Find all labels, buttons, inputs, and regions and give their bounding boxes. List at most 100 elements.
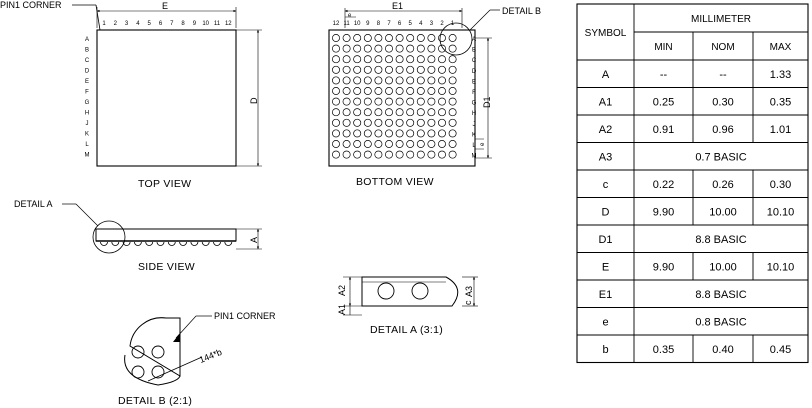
- solder-ball: [363, 140, 372, 148]
- solder-ball: [427, 76, 436, 85]
- bottom-column-label: 10: [354, 21, 361, 27]
- detail-b-callout: DETAIL B: [502, 6, 541, 16]
- solder-ball: [416, 140, 425, 148]
- table-subheader-nom: NOM: [711, 42, 734, 53]
- dim-a-label: A: [249, 237, 259, 243]
- top-row-label: D: [85, 69, 90, 75]
- side-view-caption: SIDE VIEW: [138, 261, 195, 273]
- solder-ball: [438, 118, 446, 127]
- solder-ball: [363, 44, 372, 53]
- table-min-cell: 0.35: [653, 344, 674, 356]
- bottom-row-label: A: [472, 37, 476, 43]
- solder-ball: [427, 118, 436, 127]
- solder-ball: [374, 34, 383, 42]
- top-column-label: 11: [214, 21, 221, 27]
- table-basic-cell: 0.8 BASIC: [695, 316, 746, 328]
- side-solder-ball: [190, 241, 199, 246]
- solder-ball: [448, 76, 457, 85]
- top-row-label: F: [85, 90, 89, 96]
- solder-ball: [416, 87, 425, 95]
- top-column-label: 5: [148, 21, 152, 27]
- solder-ball: [406, 34, 415, 42]
- solder-ball: [332, 44, 340, 53]
- solder-ball: [395, 129, 404, 138]
- solder-ball: [406, 118, 415, 127]
- bottom-row-label: G: [472, 101, 477, 107]
- table-nom-cell: 10.00: [709, 261, 737, 273]
- solder-ball: [427, 140, 436, 148]
- table-subheader-max: MAX: [770, 42, 792, 53]
- solder-ball: [332, 65, 340, 74]
- bottom-row-label: M: [472, 154, 477, 160]
- solder-ball: [353, 108, 362, 117]
- table-basic-cell: 8.8 BASIC: [695, 234, 746, 246]
- solder-ball: [363, 87, 372, 95]
- side-solder-ball: [213, 241, 221, 246]
- solder-ball: [342, 55, 351, 64]
- solder-ball: [406, 55, 415, 64]
- table-max-cell: 10.10: [767, 206, 795, 218]
- table-max-cell: 0.45: [770, 344, 791, 356]
- detail-a: A2 A1 A3 c DETAIL A (3:1): [337, 276, 478, 336]
- solder-ball: [438, 65, 446, 74]
- solder-ball: [416, 118, 425, 127]
- bottom-row-label: D: [472, 69, 477, 75]
- top-column-label: 12: [225, 21, 232, 27]
- solder-ball: [353, 140, 362, 148]
- bottom-column-label: 11: [343, 21, 350, 27]
- pin1-corner-detail-label: PIN1 CORNER: [214, 311, 276, 321]
- solder-ball: [438, 55, 446, 64]
- table-symbol-cell: A2: [599, 124, 612, 136]
- solder-ball: [438, 76, 446, 85]
- bottom-column-label: 1: [451, 21, 455, 27]
- solder-ball: [353, 55, 362, 64]
- solder-ball: [385, 129, 393, 138]
- solder-ball: [395, 76, 404, 85]
- solder-ball: [363, 150, 372, 159]
- bottom-row-label: K: [472, 132, 476, 138]
- solder-ball: [385, 34, 393, 42]
- solder-ball: [385, 87, 393, 95]
- solder-ball: [395, 55, 404, 64]
- solder-ball: [448, 87, 457, 95]
- top-column-label: 2: [114, 21, 118, 27]
- table-symbol-cell: c: [603, 179, 609, 191]
- solder-ball: [342, 129, 351, 138]
- solder-ball: [395, 34, 404, 42]
- solder-ball: [448, 129, 457, 138]
- solder-ball: [416, 150, 425, 159]
- solder-ball: [406, 129, 415, 138]
- solder-ball: [427, 108, 436, 117]
- table-symbol-cell: A1: [599, 96, 612, 108]
- solder-ball: [395, 44, 404, 53]
- bottom-row-label: C: [472, 58, 477, 64]
- solder-ball: [438, 97, 446, 106]
- detail-a-callout: DETAIL A: [14, 199, 53, 209]
- table-symbol-cell: e: [602, 316, 608, 328]
- table-symbol-cell: A: [602, 69, 610, 81]
- table-nom-cell: 0.30: [712, 96, 733, 108]
- solder-ball: [427, 87, 436, 95]
- detail-b-ball: [151, 345, 165, 359]
- table-max-cell: 10.10: [767, 261, 795, 273]
- pin1-corner-label: PIN1 CORNER: [0, 0, 62, 10]
- detail-b-ball: [131, 345, 145, 359]
- solder-ball: [395, 97, 404, 106]
- solder-ball: [406, 97, 415, 106]
- solder-ball: [342, 44, 351, 53]
- solder-ball: [385, 76, 393, 85]
- table-nom-cell: 10.00: [709, 206, 737, 218]
- solder-ball: [353, 34, 362, 42]
- top-column-label: 4: [136, 21, 140, 27]
- solder-ball: [448, 65, 457, 74]
- solder-ball: [448, 55, 457, 64]
- side-solder-ball: [122, 241, 131, 246]
- solder-ball: [427, 97, 436, 106]
- dim-d1-label: D1: [482, 96, 492, 108]
- side-solder-ball: [201, 241, 210, 246]
- top-row-label: H: [85, 111, 89, 117]
- pin1-leader: [95, 4, 101, 31]
